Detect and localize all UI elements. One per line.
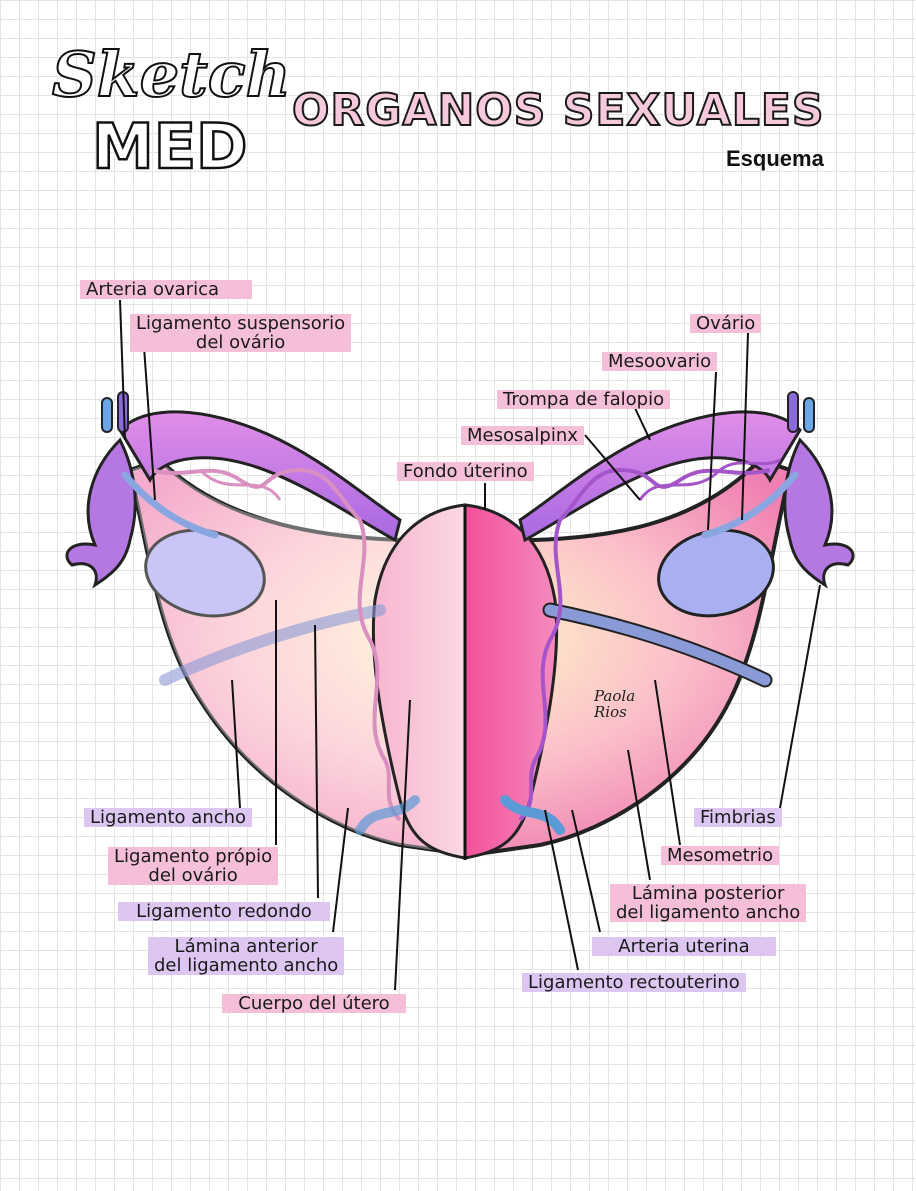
label-ovario: Ovário	[690, 314, 761, 333]
label-arteria-ovarica: Arteria ovarica	[80, 280, 252, 299]
label-lamina-posterior: Lámina posterior del ligamento ancho	[610, 884, 806, 922]
label-cuerpo-utero: Cuerpo del útero	[222, 994, 406, 1013]
label-ligamento-suspensorio: Ligamento suspensorio del ovário	[130, 314, 351, 352]
label-arteria-uterina: Arteria uterina	[592, 937, 776, 956]
label-ligamento-propio: Ligamento própio del ovário	[108, 847, 278, 885]
label-fimbrias: Fimbrias	[694, 808, 782, 827]
logo-med-text: MED	[92, 112, 248, 182]
label-ligamento-redondo: Ligamento redondo	[118, 902, 330, 921]
label-fondo-uterino: Fondo úterino	[397, 462, 534, 481]
label-ligamento-ancho: Ligamento ancho	[84, 808, 252, 827]
label-trompa-falopio: Trompa de falopio	[497, 390, 670, 409]
label-mesometrio: Mesometrio	[661, 846, 779, 865]
page-subtitle: Esquema	[726, 146, 824, 172]
label-mesoovario: Mesoovario	[602, 352, 717, 371]
label-lamina-anterior: Lámina anterior del ligamento ancho	[148, 937, 344, 975]
artist-signature: Paola Rios	[594, 688, 635, 720]
label-ligamento-rectouterino: Ligamento rectouterino	[522, 973, 746, 992]
label-mesosalpinx: Mesosalpinx	[461, 426, 584, 445]
fimbriae-left	[67, 440, 135, 585]
page-title: ORGANOS SEXUALES	[292, 86, 825, 136]
fimbriae-right	[785, 440, 853, 585]
logo-sketch-text: Sketch	[52, 40, 291, 110]
